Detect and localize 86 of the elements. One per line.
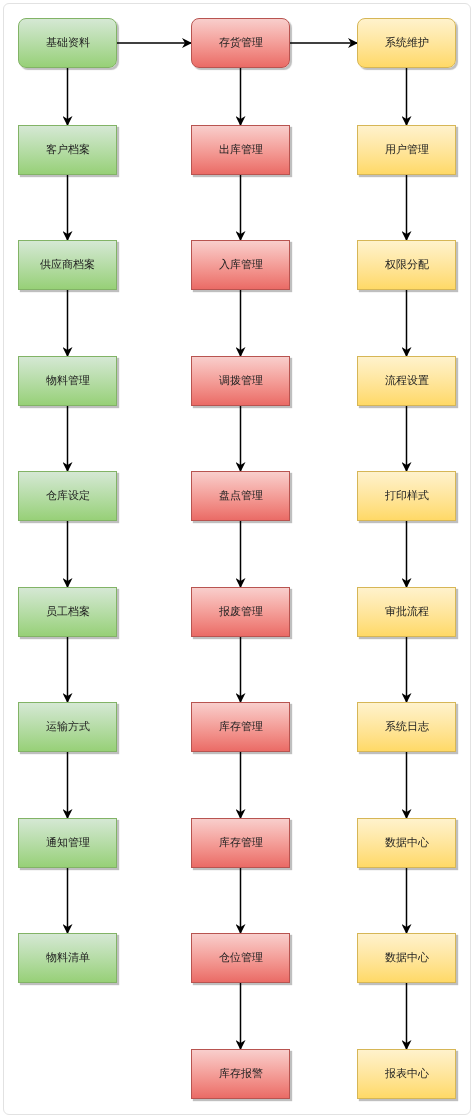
node-label: 供应商档案 (40, 256, 95, 273)
arrow (401, 636, 412, 703)
node-label: 仓位管理 (218, 949, 263, 966)
process-box (357, 125, 456, 175)
process-box (357, 587, 456, 637)
arrow (62, 174, 73, 241)
node-label: 流程设置 (384, 372, 429, 389)
process-box (18, 240, 117, 290)
process-box (18, 356, 117, 406)
node-label: 数据中心 (384, 949, 429, 966)
arrow (401, 867, 412, 934)
node-label: 调拨管理 (218, 372, 263, 389)
process-box (357, 356, 456, 406)
node-label: 物料清单 (45, 949, 90, 966)
process-box (191, 818, 290, 868)
node-label: 客户档案 (45, 141, 90, 158)
arrow (235, 982, 246, 1050)
process-box (18, 587, 117, 637)
arrow (235, 67, 246, 126)
arrow (235, 867, 246, 934)
node-label: 数据中心 (384, 834, 429, 851)
node-label: 打印样式 (384, 487, 429, 504)
process-box (191, 18, 290, 68)
process-box (191, 356, 290, 406)
node-label: 出库管理 (218, 141, 263, 158)
process-box (357, 18, 456, 68)
arrow (62, 636, 73, 703)
arrow (116, 38, 192, 48)
arrow (235, 174, 246, 241)
process-box (191, 125, 290, 175)
arrow (235, 636, 246, 703)
arrow (62, 520, 73, 588)
process-box (18, 471, 117, 521)
process-box (357, 818, 456, 868)
process-box (357, 933, 456, 983)
arrow (401, 174, 412, 241)
node-label: 库存报警 (218, 1065, 263, 1082)
arrow (401, 67, 412, 126)
node-label: 存货管理 (218, 34, 263, 51)
node-label: 审批流程 (384, 603, 429, 620)
arrow (235, 520, 246, 588)
arrow (62, 867, 73, 934)
node-label: 报废管理 (218, 603, 263, 620)
node-label: 员工档案 (45, 603, 90, 620)
node-label: 盘点管理 (218, 487, 263, 504)
process-box (18, 702, 117, 752)
process-box (18, 18, 117, 68)
process-box (357, 471, 456, 521)
process-box (357, 702, 456, 752)
arrow (401, 751, 412, 819)
node-label: 运输方式 (45, 718, 90, 735)
node-label: 库存管理 (218, 834, 263, 851)
node-label: 物料管理 (45, 372, 90, 389)
process-box (191, 240, 290, 290)
process-box (357, 1049, 456, 1099)
node-label: 系统日志 (384, 718, 429, 735)
node-label: 用户管理 (384, 141, 429, 158)
node-label: 库存管理 (218, 718, 263, 735)
arrow (62, 289, 73, 357)
process-box (191, 587, 290, 637)
arrow (62, 751, 73, 819)
process-box (18, 818, 117, 868)
arrow (401, 289, 412, 357)
arrow (235, 405, 246, 472)
arrow (401, 520, 412, 588)
arrow (401, 405, 412, 472)
process-box (357, 240, 456, 290)
process-box (191, 471, 290, 521)
arrow (62, 67, 73, 126)
process-box (18, 125, 117, 175)
node-label: 权限分配 (384, 256, 429, 273)
process-box (191, 933, 290, 983)
arrow (62, 405, 73, 472)
node-label: 报表中心 (384, 1065, 429, 1082)
arrow (235, 289, 246, 357)
node-label: 入库管理 (218, 256, 263, 273)
node-label: 基础资料 (45, 34, 90, 51)
process-box (191, 1049, 290, 1099)
arrow (401, 982, 412, 1050)
arrow (289, 38, 358, 48)
node-label: 仓库设定 (45, 487, 90, 504)
arrow (235, 751, 246, 819)
process-box (191, 702, 290, 752)
node-label: 系统维护 (384, 34, 429, 51)
node-label: 通知管理 (45, 834, 90, 851)
process-box (18, 933, 117, 983)
